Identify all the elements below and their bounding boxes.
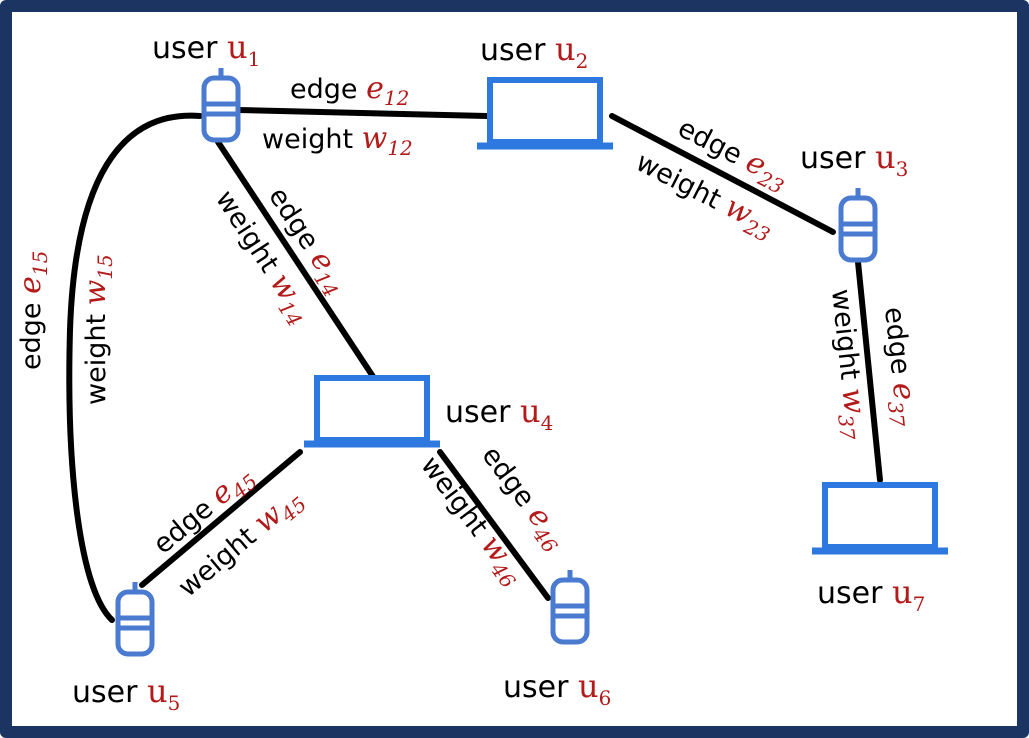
user-label-u2: user u2 xyxy=(480,30,588,73)
edge-label-e12-symbol: e xyxy=(366,71,384,106)
edge-e45 xyxy=(139,449,303,588)
user-symbol: u xyxy=(147,672,168,710)
edge-label-e15-word: edge xyxy=(16,294,47,370)
edge-label-e37-symbol: e xyxy=(885,381,922,402)
edge-label-e15-subscript: 15 xyxy=(28,251,52,276)
user-word: user xyxy=(503,670,578,705)
edge-e46 xyxy=(437,449,551,601)
edge-label-e12-word: edge xyxy=(290,74,366,105)
edge-label-e15-symbol: e xyxy=(13,276,48,294)
phone-icon xyxy=(115,582,155,657)
weight-label-e12-word: weight xyxy=(262,124,362,155)
user-subscript: 6 xyxy=(599,686,612,710)
user-label-u4: user u4 xyxy=(445,392,553,435)
user-subscript: 5 xyxy=(168,691,181,715)
user-word: user xyxy=(800,141,875,176)
user-label-u7: user u7 xyxy=(817,573,925,616)
user-symbol: u xyxy=(892,573,913,611)
edges xyxy=(66,107,883,623)
user-symbol: u xyxy=(578,667,599,705)
laptop-icon xyxy=(477,77,613,150)
edge-label-e12-subscript: 12 xyxy=(384,86,409,110)
weight-label-e15-word: weight xyxy=(81,305,112,405)
user-label-u3: user u3 xyxy=(800,138,908,181)
user-word: user xyxy=(480,33,555,68)
user-word: user xyxy=(152,31,227,66)
edge-label-e37-word: edge xyxy=(878,305,917,384)
weight-label-e12: weight w12 xyxy=(262,121,413,160)
user-symbol: u xyxy=(875,138,896,176)
phone-icon xyxy=(838,188,878,263)
phone-icon xyxy=(201,68,241,143)
user-label-u1: user u1 xyxy=(152,28,260,71)
user-subscript: 4 xyxy=(541,411,554,435)
edge-label-e37: edge e37 xyxy=(873,305,924,428)
user-subscript: 3 xyxy=(896,157,909,181)
weight-label-e12-symbol: w xyxy=(362,121,388,156)
laptop-icon xyxy=(812,482,948,555)
user-word: user xyxy=(817,576,892,611)
laptop-icon xyxy=(304,375,440,448)
edge-e12 xyxy=(235,107,490,119)
user-subscript: 7 xyxy=(913,592,926,616)
weight-label-e37-symbol: w xyxy=(834,386,872,416)
edge-label-e12: edge e12 xyxy=(290,71,409,110)
edge-e15 xyxy=(66,112,203,623)
user-label-u6: user u6 xyxy=(503,667,611,710)
edge-label-e15: edge e15 xyxy=(13,251,52,370)
user-label-u5: user u5 xyxy=(72,672,180,715)
edge-label-e23-word: edge xyxy=(673,113,755,175)
weight-label-e15-symbol: w xyxy=(78,279,113,305)
edge-e14 xyxy=(215,139,377,381)
weight-label-e15: weight w15 xyxy=(78,254,117,405)
user-symbol: u xyxy=(555,30,576,68)
edge-e37 xyxy=(855,259,883,483)
edge-e23 xyxy=(609,113,836,235)
edge-label-e37-subscript: 37 xyxy=(883,400,910,428)
user-word: user xyxy=(445,395,520,430)
user-subscript: 2 xyxy=(576,49,589,73)
user-symbol: u xyxy=(520,392,541,430)
phone-icon xyxy=(550,570,590,645)
user-word: user xyxy=(72,675,147,710)
weight-label-e37-subscript: 37 xyxy=(833,413,860,441)
weight-label-e15-subscript: 15 xyxy=(93,254,117,279)
user-symbol: u xyxy=(227,28,248,66)
weight-label-e12-subscript: 12 xyxy=(387,136,412,160)
user-subscript: 1 xyxy=(248,47,261,71)
